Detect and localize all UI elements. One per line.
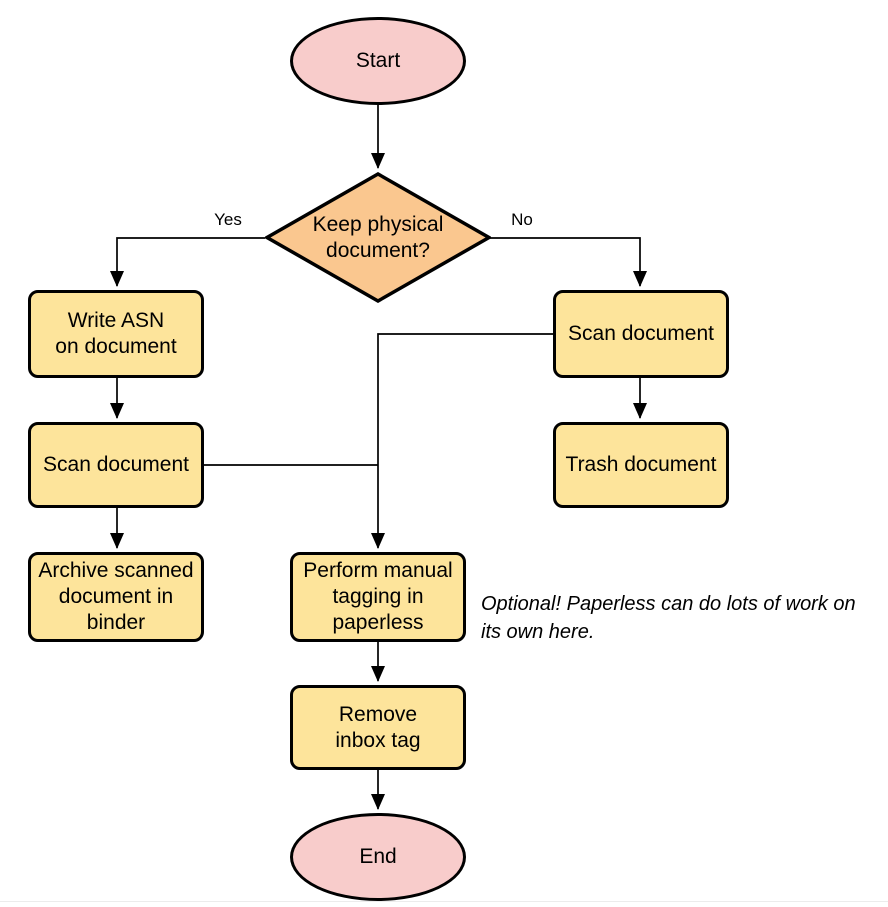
- edge-label-yes: Yes: [214, 210, 242, 229]
- node-start-label: Start: [355, 49, 401, 72]
- diamond-shape: [265, 172, 491, 303]
- node-trash-document: Trash document: [553, 422, 729, 508]
- edge-label-no: No: [511, 210, 533, 229]
- bottom-divider: [0, 901, 888, 902]
- edge-decision-yes-to-write-asn: [110, 237, 265, 287]
- node-manual-tagging: Perform manual tagging in paperless: [290, 552, 466, 642]
- node-write-asn-label: Write ASN on document: [55, 309, 177, 358]
- node-decision-label: Keep physical document?: [312, 212, 444, 262]
- node-manual-tagging-label: Perform manual tagging in paperless: [303, 559, 453, 634]
- node-trash-document-label: Trash document: [565, 453, 717, 476]
- annotation-optional-note: Optional! Paperless can do lots of work …: [481, 593, 856, 643]
- node-archive-scanned: Archive scanned document in binder: [28, 552, 204, 642]
- node-archive-scanned-label: Archive scanned document in binder: [38, 559, 194, 634]
- node-start: Start: [290, 17, 466, 105]
- node-scan-document-left: Scan document: [28, 422, 204, 508]
- node-decision: Keep physical document?: [265, 172, 491, 303]
- edge-scan-right-to-tagging: [371, 333, 553, 549]
- node-remove-inbox-tag-label: Remove inbox tag: [335, 702, 421, 752]
- node-scan-document-left-label: Scan document: [43, 453, 189, 476]
- node-scan-document-right: Scan document: [553, 290, 729, 378]
- edge-decision-no-to-scan-right: [490, 237, 647, 287]
- node-scan-document-right-label: Scan document: [568, 322, 714, 345]
- node-remove-inbox-tag: Remove inbox tag: [290, 685, 466, 770]
- node-end: End: [290, 813, 466, 901]
- node-write-asn: Write ASN on document: [28, 290, 204, 378]
- node-end-label: End: [359, 845, 397, 868]
